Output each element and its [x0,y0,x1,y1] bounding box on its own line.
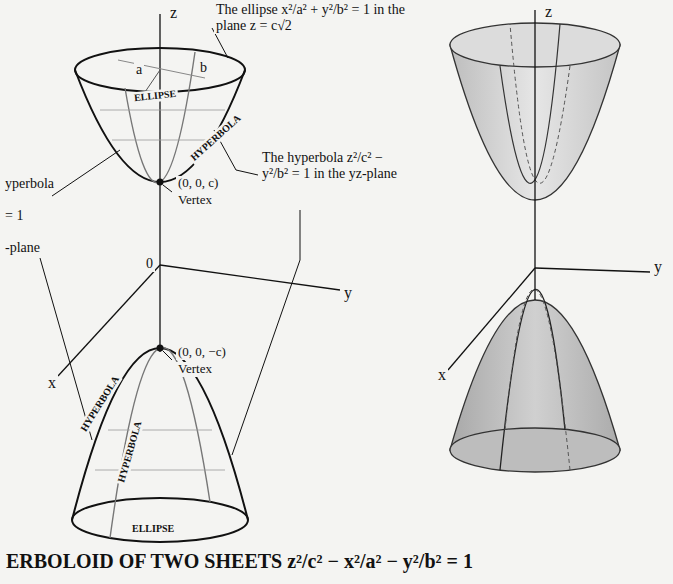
vertex-coordinate: (0, 0, −c) [176,345,228,360]
cropped-note: -plane [3,240,42,256]
origin-label: 0 [144,256,155,272]
semi-axis-label: b [198,60,209,76]
semi-axis-label: a [134,62,144,78]
ellipse-note: The ellipse x²/a² + y²/b² = 1 in the pla… [214,2,423,34]
axes-right [448,10,650,370]
curve-label: HYPERBOLA [187,111,245,165]
curve-label: ELLIPSE [130,523,176,535]
vertex-dot [157,345,164,352]
vertex-label: Vertex [176,362,214,377]
curve-label: HYPERBOLA [77,372,122,435]
axis-label: x [436,366,448,384]
hyperbola-note: The hyperbola z²/c² − y²/b² = 1 in the y… [260,150,399,182]
cropped-note: = 1 [3,208,25,224]
axis-label: z [168,4,179,22]
leader-lines [40,28,300,455]
axis-label: y [652,258,664,276]
upper-sheet-left [75,48,245,183]
vertex-dot [157,179,164,186]
vertex-label: Vertex [176,193,214,208]
vertex-coordinate: (0, 0, c) [176,176,220,191]
lower-sheet-left [72,348,248,542]
curve-label: ELLIPSE [132,88,179,104]
axis-label: y [342,284,354,302]
axis-label: z [543,3,554,21]
lower-sheet-right [450,289,620,472]
cropped-note: yperbola [3,176,56,192]
figure-caption: ERBOLOID OF TWO SHEETS z²/c² − x²/a² − y… [4,550,475,573]
axes-left [58,14,340,376]
axis-label: x [46,374,58,392]
curve-label: HYPERBOLA [115,418,145,486]
